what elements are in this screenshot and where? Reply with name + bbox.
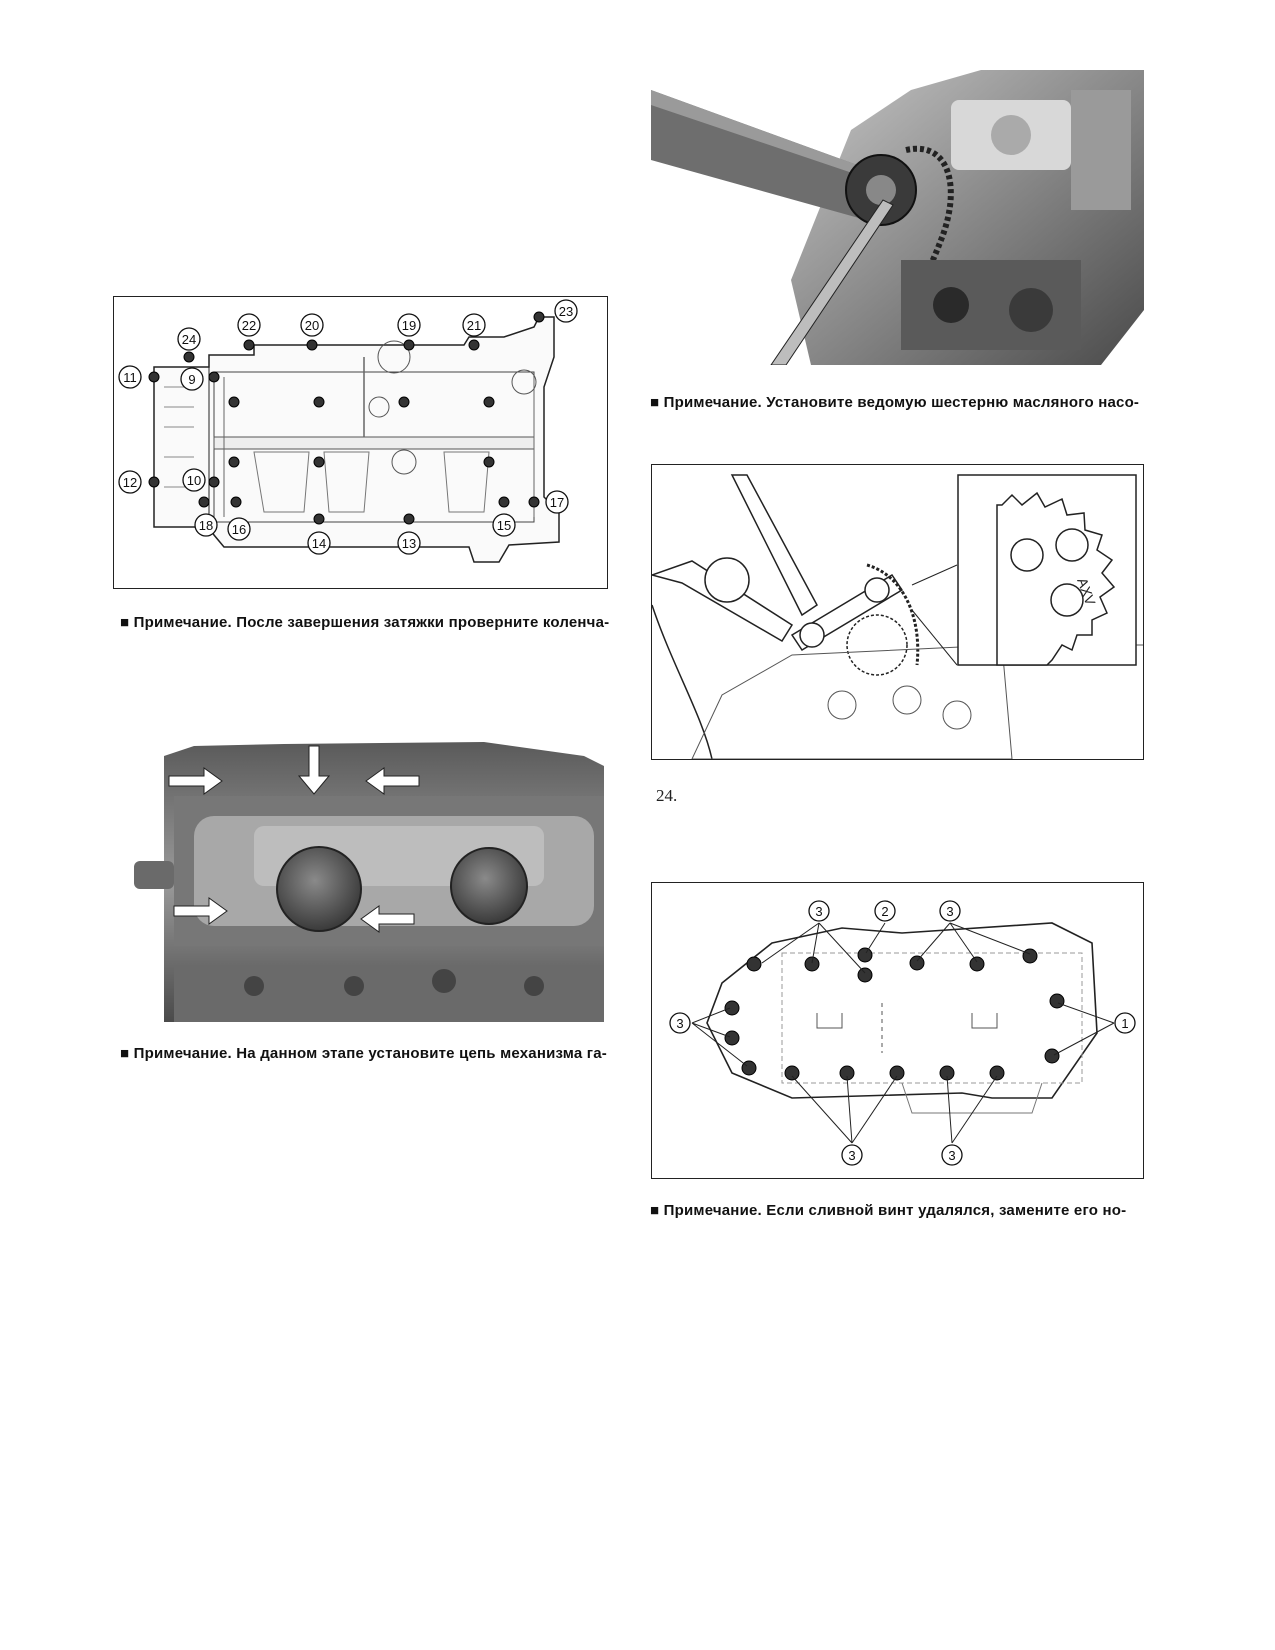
chain-tool-photo (651, 70, 1144, 365)
callout-15: 15 (492, 513, 516, 537)
sprocket-drawing: AXV (652, 474, 1143, 759)
svg-text:3: 3 (948, 1148, 955, 1163)
svg-text:9: 9 (188, 372, 195, 387)
callout-18: 18 (194, 513, 218, 537)
svg-text:24: 24 (182, 332, 196, 347)
callout-3-bottom-left: 3 (841, 1144, 863, 1166)
svg-text:16: 16 (232, 522, 246, 537)
caption-left-2: ■ Примечание. На данном этапе установите… (120, 1045, 607, 1062)
svg-text:13: 13 (402, 536, 416, 551)
callout-11: 11 (118, 365, 142, 389)
callout-3-top-left: 3 (808, 900, 830, 922)
caption-right-2: ■ Примечание. Если сливной винт удалялся… (650, 1202, 1127, 1219)
callout-16: 16 (227, 517, 251, 541)
svg-text:10: 10 (187, 473, 201, 488)
caption-right-1: ■ Примечание. Установите ведомую шестерн… (650, 394, 1140, 411)
callout-19: 19 (397, 313, 421, 337)
bolt-sequence-diagram: 24 22 20 19 21 23 11 9 12 10 18 16 14 13… (113, 296, 608, 589)
callout-20: 20 (300, 313, 324, 337)
svg-text:17: 17 (550, 495, 564, 510)
svg-text:11: 11 (123, 370, 137, 385)
page-number: 24. (656, 786, 678, 805)
callout-9: 9 (180, 367, 204, 391)
callout-13: 13 (397, 531, 421, 555)
callout-3-left: 3 (669, 1012, 691, 1034)
callout-12: 12 (118, 470, 142, 494)
chain-tool-drawing (651, 70, 1144, 365)
callout-21: 21 (462, 313, 486, 337)
svg-text:14: 14 (312, 536, 326, 551)
svg-text:2: 2 (881, 904, 888, 919)
svg-text:23: 23 (559, 304, 573, 319)
svg-text:18: 18 (199, 518, 213, 533)
svg-text:1: 1 (1121, 1016, 1128, 1031)
callout-14: 14 (307, 531, 331, 555)
callout-10: 10 (182, 468, 206, 492)
engine-photo-arrows (134, 736, 607, 1022)
svg-text:19: 19 (402, 318, 416, 333)
svg-text:22: 22 (242, 318, 256, 333)
svg-text:3: 3 (815, 904, 822, 919)
sprocket-line-drawing: AXV (651, 464, 1144, 760)
svg-text:3: 3 (676, 1016, 683, 1031)
callout-22: 22 (237, 313, 261, 337)
callout-3-top-right: 3 (939, 900, 961, 922)
callout-23: 23 (554, 299, 578, 323)
engine-photo-drawing (134, 736, 607, 1022)
svg-text:15: 15 (497, 518, 511, 533)
pan-bolt-diagram: 3 2 3 3 1 3 3 (651, 882, 1144, 1179)
caption-left-1: ■ Примечание. После завершения затяжки п… (120, 614, 610, 631)
callout-1: 1 (1114, 1012, 1136, 1034)
svg-text:3: 3 (946, 904, 953, 919)
svg-text:3: 3 (848, 1148, 855, 1163)
callout-3-bottom-right: 3 (941, 1144, 963, 1166)
callout-17: 17 (545, 490, 569, 514)
svg-text:20: 20 (305, 318, 319, 333)
svg-text:21: 21 (467, 318, 481, 333)
svg-text:12: 12 (123, 475, 137, 490)
callout-2: 2 (874, 900, 896, 922)
bolt-sequence-drawing: 24 22 20 19 21 23 11 9 12 10 18 16 14 13… (118, 299, 578, 563)
callout-24: 24 (177, 327, 201, 351)
pan-bolt-drawing: 3 2 3 3 1 3 3 (669, 900, 1136, 1166)
